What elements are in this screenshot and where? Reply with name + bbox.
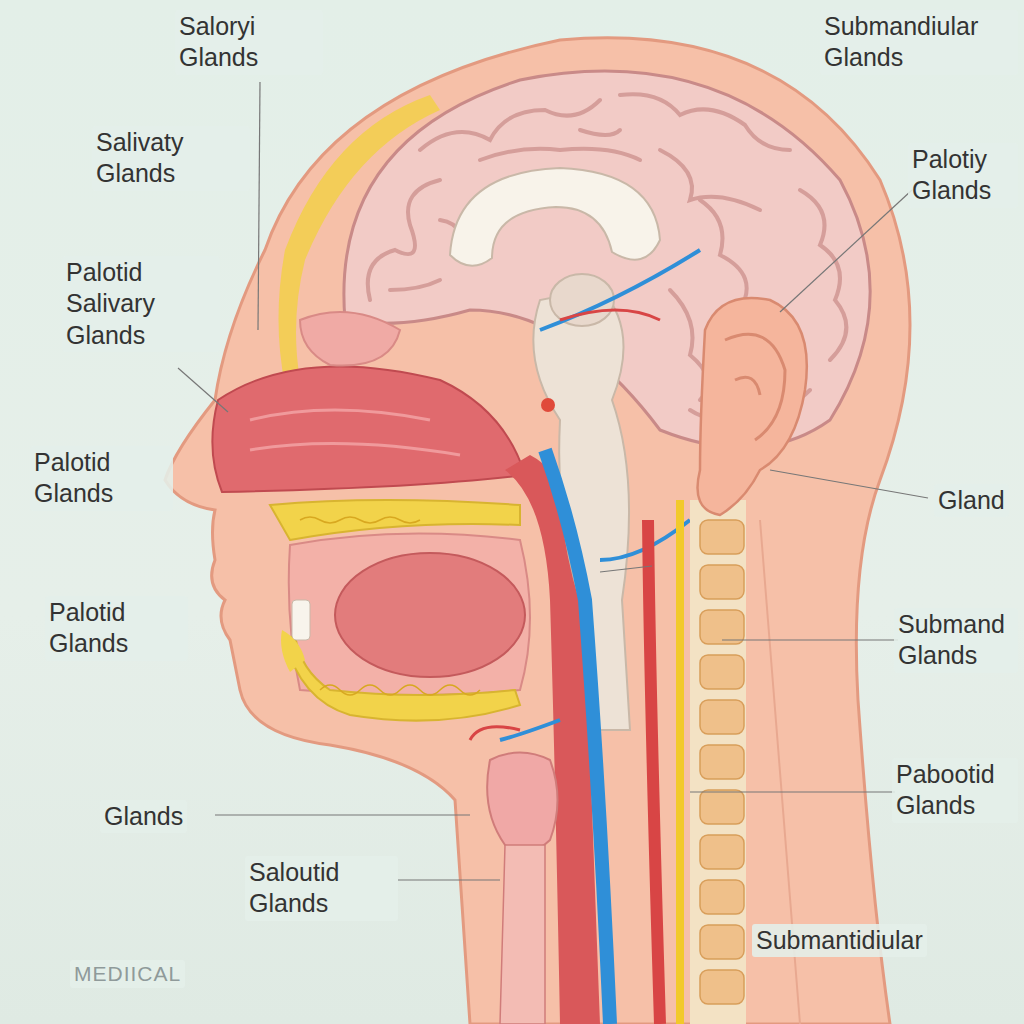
part-label: Submand Glands xyxy=(894,608,1018,673)
part-label: Glands xyxy=(100,800,187,833)
nasal-cavity xyxy=(212,366,525,492)
spine xyxy=(690,500,746,1024)
vein xyxy=(545,450,610,1024)
ear xyxy=(698,298,807,515)
jaw-gland xyxy=(281,630,305,672)
cerebellum-node xyxy=(550,274,614,326)
corpus-callosum xyxy=(450,168,660,266)
vein-branch xyxy=(500,250,700,740)
part-label: Saloryi Glands xyxy=(175,10,323,75)
leader-lines xyxy=(178,82,928,880)
sublingual-gland xyxy=(285,635,520,721)
oral-cavity xyxy=(289,534,530,695)
watermark: MEDIICAL xyxy=(70,960,185,988)
part-label: Palotiy Glands xyxy=(908,143,1018,208)
head-outline xyxy=(165,38,910,1024)
artery-branch xyxy=(470,310,660,740)
nasal-conchae xyxy=(250,410,460,455)
pituitary xyxy=(541,398,555,412)
part-label: Submandiular Glands xyxy=(820,10,1018,75)
trachea xyxy=(500,845,545,1024)
part-label: Gland xyxy=(934,484,1009,517)
vertebrae xyxy=(700,520,744,1004)
artery xyxy=(648,520,660,1024)
part-label: Palotid Glands xyxy=(45,596,188,661)
ear-inner xyxy=(725,334,785,440)
part-label: Submantidiular xyxy=(752,924,927,957)
gland-texture xyxy=(300,517,480,695)
part-label: Palotid Glands xyxy=(30,446,173,511)
larynx xyxy=(487,753,557,852)
part-label: Saloutid Glands xyxy=(245,856,398,921)
part-label: Pabootid Glands xyxy=(892,758,1018,823)
part-label: Palotid Salivary Glands xyxy=(62,256,220,352)
spinal-cord xyxy=(676,500,684,1024)
teeth xyxy=(292,600,310,640)
part-label: Salivaty Glands xyxy=(92,126,250,191)
sinus xyxy=(300,312,400,366)
brainstem xyxy=(533,288,630,730)
tongue xyxy=(335,553,525,677)
